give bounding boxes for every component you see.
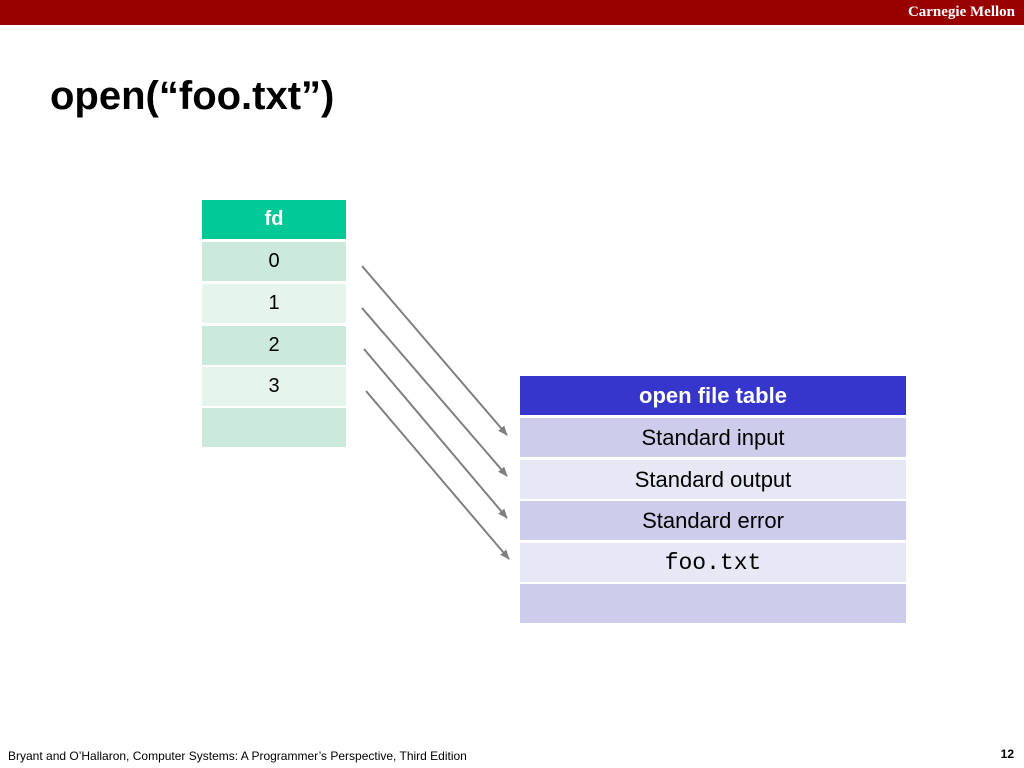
arrow-fd2-standard-error (363, 348, 508, 519)
oft-row-foo-txt: foo.txt (520, 543, 906, 582)
fd-table-header: fd (202, 200, 346, 239)
institution-name: Carnegie Mellon (907, 4, 1015, 20)
oft-row-standard-error: Standard error (520, 501, 906, 540)
open-file-table-header: open file table (520, 376, 906, 415)
fd-row-1: 1 (202, 284, 346, 323)
slide-title: open(“foo.txt”) (50, 74, 335, 118)
fd-row-2: 2 (202, 326, 346, 365)
oft-row-empty (520, 584, 906, 623)
arrow-fd0-standard-input (361, 265, 508, 436)
oft-row-standard-output: Standard output (520, 460, 906, 499)
fd-row-3: 3 (202, 367, 346, 406)
footer-citation: Bryant and O’Hallaron, Computer Systems:… (8, 749, 467, 763)
fd-row-0: 0 (202, 242, 346, 281)
oft-row-standard-input: Standard input (520, 418, 906, 457)
page-number: 12 (1000, 747, 1014, 761)
arrow-fd3-foo-txt (365, 390, 510, 560)
arrow-fd1-standard-output (361, 307, 508, 477)
fd-row-empty (202, 408, 346, 447)
header-bar: Carnegie Mellon (0, 0, 1024, 25)
